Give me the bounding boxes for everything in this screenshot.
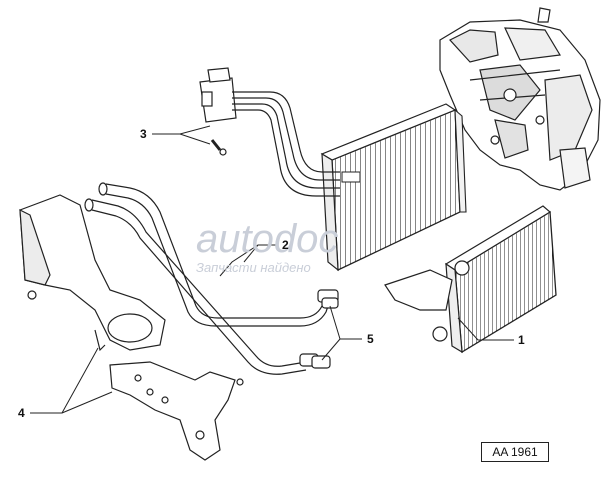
hose-clamps [299, 289, 339, 369]
callout-5: 5 [367, 332, 374, 346]
reference-code: AA 1961 [481, 442, 549, 462]
callout-3: 3 [140, 127, 147, 141]
air-duct [19, 194, 166, 352]
leader-lines [30, 125, 514, 414]
heater-hoses [84, 182, 331, 375]
callout-2: 2 [282, 238, 289, 252]
evaporator-pipes [232, 91, 340, 197]
expansion-valve [199, 67, 237, 156]
heater-core [384, 205, 557, 354]
watermark: autodoc Запчасти найдено [196, 217, 338, 275]
hvac-housing [439, 7, 601, 191]
watermark-logo: autodoc [196, 217, 338, 261]
evaporator-large [320, 103, 467, 272]
callout-1: 1 [518, 333, 525, 347]
support-bracket [109, 361, 244, 461]
callout-4: 4 [18, 406, 25, 420]
watermark-caption: Запчасти найдено [196, 260, 311, 275]
